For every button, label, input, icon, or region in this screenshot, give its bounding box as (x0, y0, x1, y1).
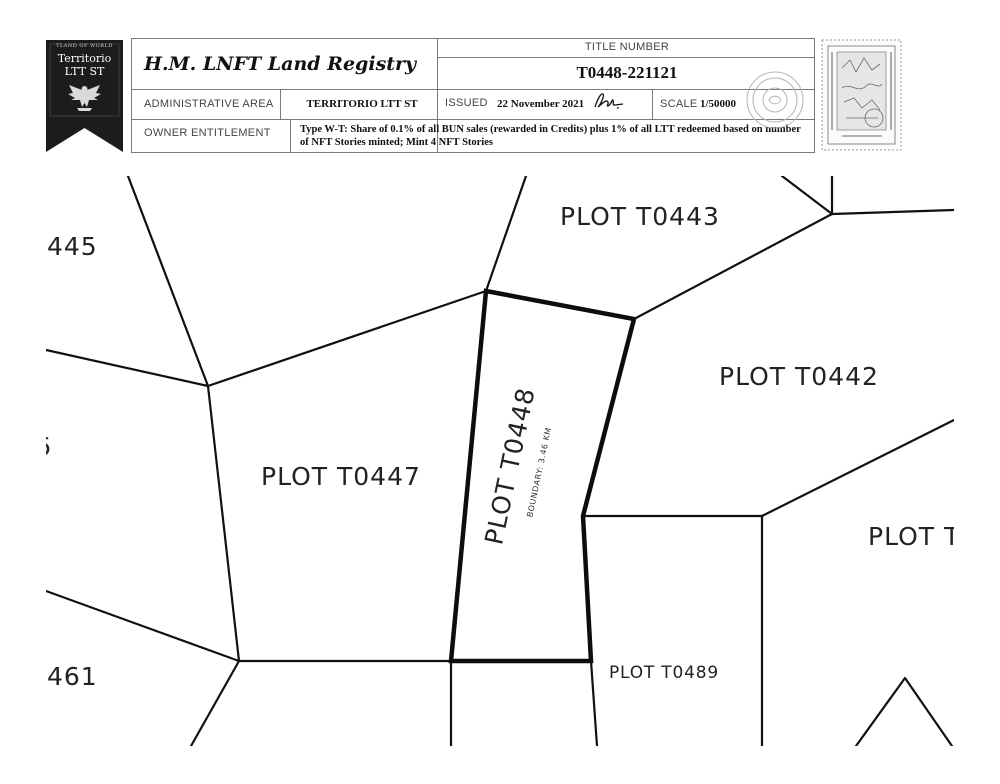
badge-title: Territorio (57, 52, 112, 65)
plot-map: PLOT T0443 PLOT T0442 PLOT T0447 PLOT T0… (46, 176, 954, 746)
scale-label: SCALE (660, 98, 698, 110)
owner-entitlement-label: OWNER ENTITLEMENT (144, 127, 271, 139)
admin-area: TERRITORIO LTT ST (306, 98, 418, 110)
territory-badge: TLAND OF WORLD Territorio LTT ST (46, 40, 123, 152)
plot-label-t0442: PLOT T0442 (719, 362, 879, 391)
plot-label-t0445-partial: 445 (47, 232, 98, 261)
issued-date: 22 November 2021 (497, 98, 585, 110)
plot-label-t0443: PLOT T0443 (560, 202, 720, 231)
postage-stamp-icon (821, 39, 902, 151)
title-number: T0448-221121 (576, 63, 678, 82)
plot-label-t0447: PLOT T0447 (261, 462, 421, 491)
plot-boundaries (46, 176, 954, 746)
plot-label-t0489: PLOT T0489 (609, 663, 719, 683)
badge-subtitle: LTT ST (64, 65, 105, 78)
issued-label: ISSUED (445, 97, 488, 109)
selected-plot-outline (448, 288, 637, 664)
signature-icon (594, 93, 624, 109)
plot-label-t0461-partial: 461 (47, 662, 98, 691)
registry-title: H.M. LNFT Land Registry (144, 53, 417, 75)
scale-value: 1/50000 (700, 98, 737, 110)
official-seal-icon (746, 71, 804, 129)
plot-label-right-partial: PLOT T (868, 522, 954, 551)
eagle-icon (68, 85, 101, 111)
title-header: H.M. LNFT Land Registry TITLE NUMBER T04… (131, 38, 815, 153)
plot-label-left-partial: 6 (46, 432, 52, 461)
owner-entitlement: Type W-T: Share of 0.1% of all BUN sales… (300, 124, 801, 148)
title-number-label: TITLE NUMBER (584, 41, 670, 53)
badge-caption: TLAND OF WORLD (56, 43, 113, 49)
admin-area-label: ADMINISTRATIVE AREA (144, 98, 274, 110)
